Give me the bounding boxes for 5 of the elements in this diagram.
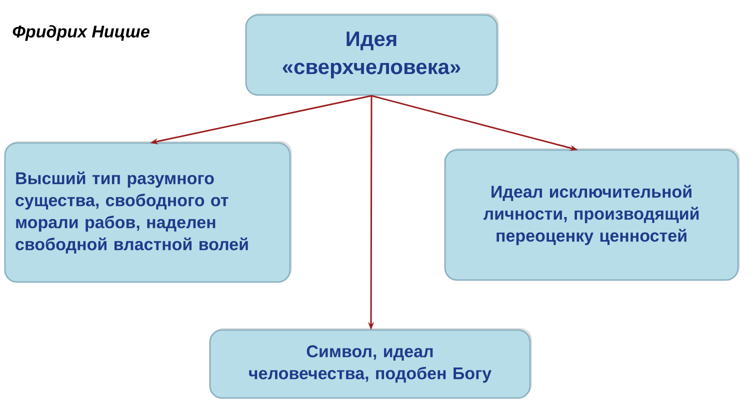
text-box: Идея «сверхчеловека» (245, 13, 499, 96)
text-box: Высший тип разумного существа, свободного от морали рабов, наделен свободной властной волей (4, 141, 292, 283)
text-box: Идеал исключительной личности, производящий переоценку ценностей (444, 148, 740, 281)
text-box: Символ, идеал человечества, подобен Богу (209, 328, 532, 399)
title: Фридрих Ницше (12, 25, 150, 41)
